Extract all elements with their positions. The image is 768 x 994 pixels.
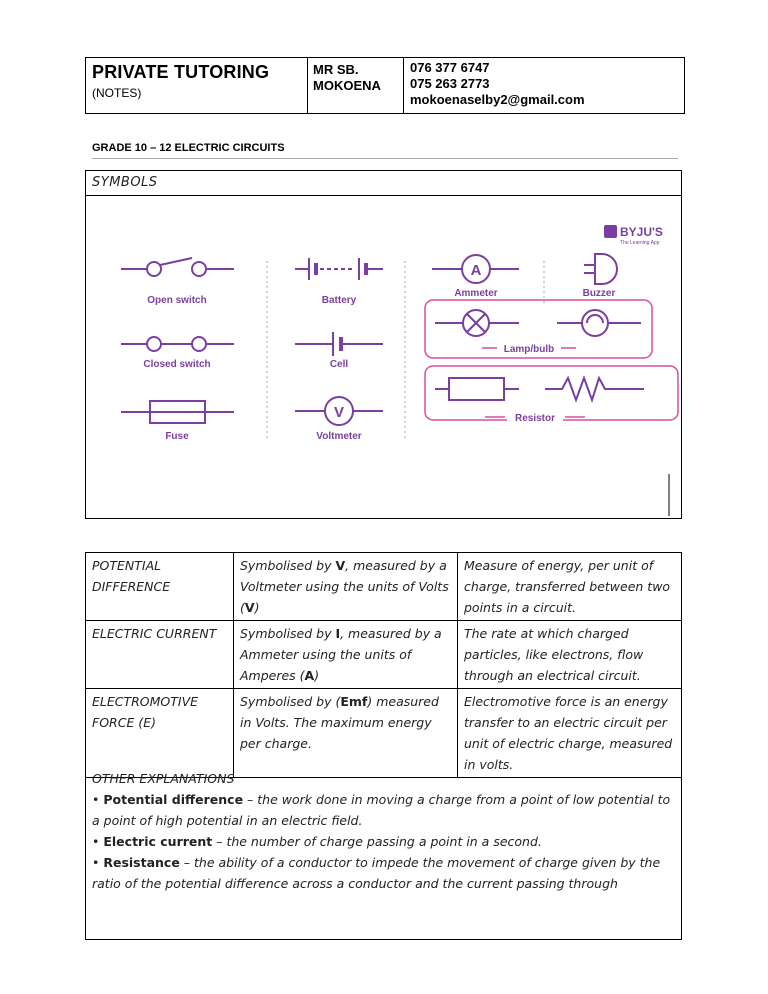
symbols-image: BYJU'S The Learning App	[87, 196, 680, 517]
label-open-switch: Open switch	[147, 295, 206, 306]
section-divider	[92, 158, 678, 159]
list-item: • Potential difference – the work done i…	[92, 792, 671, 828]
page-title: PRIVATE TUTORING	[92, 62, 270, 82]
label-ammeter: Ammeter	[454, 288, 497, 299]
symbols-heading: SYMBOLS	[92, 175, 158, 190]
label-lamp: Lamp/bulb	[504, 344, 555, 355]
byjus-logo: BYJU'S The Learning App	[604, 225, 663, 246]
symbols-box: SYMBOLS BYJU'S The Learning App	[85, 170, 682, 519]
label-cell: Cell	[330, 359, 349, 370]
cell-symbol	[295, 332, 383, 356]
label-battery: Battery	[322, 295, 357, 306]
other-heading: OTHER EXPLANATIONS	[92, 771, 235, 786]
buzzer-symbol	[584, 253, 618, 285]
label-closed-switch: Closed switch	[143, 359, 210, 370]
header-title-cell: PRIVATE TUTORING (NOTES)	[86, 58, 308, 113]
battery-symbol	[295, 258, 383, 280]
list-item: • Electric current – the number of charg…	[92, 834, 542, 849]
phone-2: 075 263 2773	[410, 76, 490, 91]
brand-tagline: The Learning App	[620, 240, 660, 246]
meaning-cell: Electromotive force is an energy transfe…	[457, 688, 682, 778]
section-title: GRADE 10 – 12 ELECTRIC CIRCUITS	[92, 142, 285, 154]
label-fuse: Fuse	[165, 431, 189, 442]
phone-1: 076 377 6747	[410, 60, 490, 75]
resistor-group	[424, 365, 679, 424]
header-contact-cell: 076 377 6747 075 263 2773 mokoenaselby2@…	[404, 58, 684, 113]
header-tutor-cell: MR SB. MOKOENA	[308, 58, 404, 113]
notes-label: (NOTES)	[92, 86, 142, 100]
voltmeter-symbol	[295, 396, 383, 426]
open-switch-symbol	[121, 257, 234, 277]
label-resistor: Resistor	[515, 413, 555, 424]
symbol-cell: Symbolised by V, measured by a Voltmeter…	[233, 552, 458, 621]
ammeter-symbol	[432, 254, 519, 284]
label-buzzer: Buzzer	[583, 288, 616, 299]
list-item: • Resistance – the ability of a conducto…	[92, 855, 661, 891]
table-row: ELECTRIC CURRENT Symbolised by I, measur…	[85, 620, 682, 689]
header-table: PRIVATE TUTORING (NOTES) MR SB. MOKOENA …	[85, 57, 685, 114]
other-explanations-box: OTHER EXPLANATIONS • Potential differenc…	[85, 764, 682, 940]
symbol-cell: Symbolised by I, measured by a Ammeter u…	[233, 620, 458, 689]
meaning-cell: Measure of energy, per unit of charge, t…	[457, 552, 682, 621]
term-cell: ELECTRIC CURRENT	[85, 620, 234, 689]
lamp-group	[424, 299, 653, 359]
label-voltmeter: Voltmeter	[316, 431, 361, 442]
column-separators	[266, 261, 545, 441]
brand-name: BYJU'S	[620, 225, 663, 239]
fuse-symbol	[121, 400, 234, 424]
meaning-cell: The rate at which charged particles, lik…	[457, 620, 682, 689]
symbols-header: SYMBOLS	[86, 171, 681, 196]
symbol-cell: Symbolised by (Emf) measured in Volts. T…	[233, 688, 458, 778]
ammeter-letter: A	[471, 262, 482, 279]
voltmeter-letter: V	[334, 404, 344, 421]
tutor-name-line2: MOKOENA	[313, 78, 381, 93]
closed-switch-symbol	[121, 336, 234, 352]
tutor-name-line1: MR SB.	[313, 62, 359, 77]
circuit-symbols-figure: BYJU'S The Learning App	[121, 225, 679, 516]
email: mokoenaselby2@gmail.com	[410, 92, 585, 107]
